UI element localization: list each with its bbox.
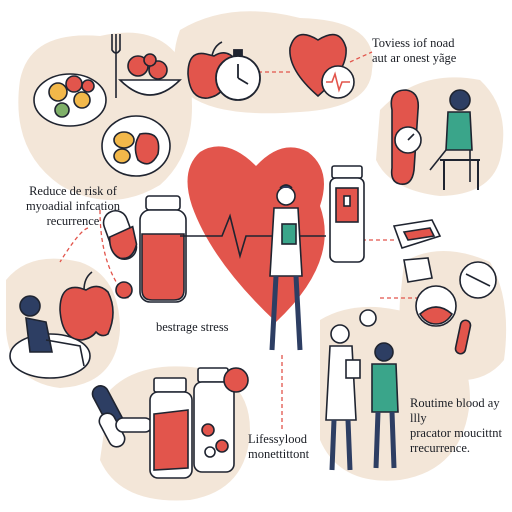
dashed-connectors xyxy=(59,51,420,430)
doctor-icon xyxy=(269,184,303,351)
label-top-right: Toviess iof noad aut ar onest yãge xyxy=(372,36,457,65)
label-left: Reduce de risk of myoadial infcation rec… xyxy=(25,184,121,228)
medicine-jars-icon xyxy=(149,367,249,479)
fruit-bowl-icon xyxy=(118,53,182,96)
label-bottom-right: Routime blood ay llly pracator moucittnt… xyxy=(410,396,502,455)
heart-ecg-icon xyxy=(180,146,326,322)
pill-bottle-icon xyxy=(329,165,365,263)
label-center-left: bestrage stress xyxy=(156,320,229,334)
apple-large-icon xyxy=(59,271,114,341)
food-bowl-icon xyxy=(33,73,107,127)
lab-dish-icon xyxy=(415,261,497,355)
blood-jar-icon xyxy=(139,195,187,303)
capsules-icon xyxy=(91,385,153,448)
resting-woman-icon xyxy=(9,295,91,379)
pill-capsule-icon xyxy=(102,209,138,299)
blood-pressure-cuff-icon xyxy=(390,89,422,186)
two-doctors-icon xyxy=(325,309,399,471)
heart-ecg-small-icon xyxy=(289,33,355,99)
syringe-icon xyxy=(392,219,442,283)
fork-icon xyxy=(111,34,121,98)
plate-icon xyxy=(101,115,171,177)
clock-icon xyxy=(215,49,261,101)
resting-person-icon xyxy=(429,89,480,190)
label-bottom-center: Lifessylood monettittont xyxy=(248,432,310,461)
